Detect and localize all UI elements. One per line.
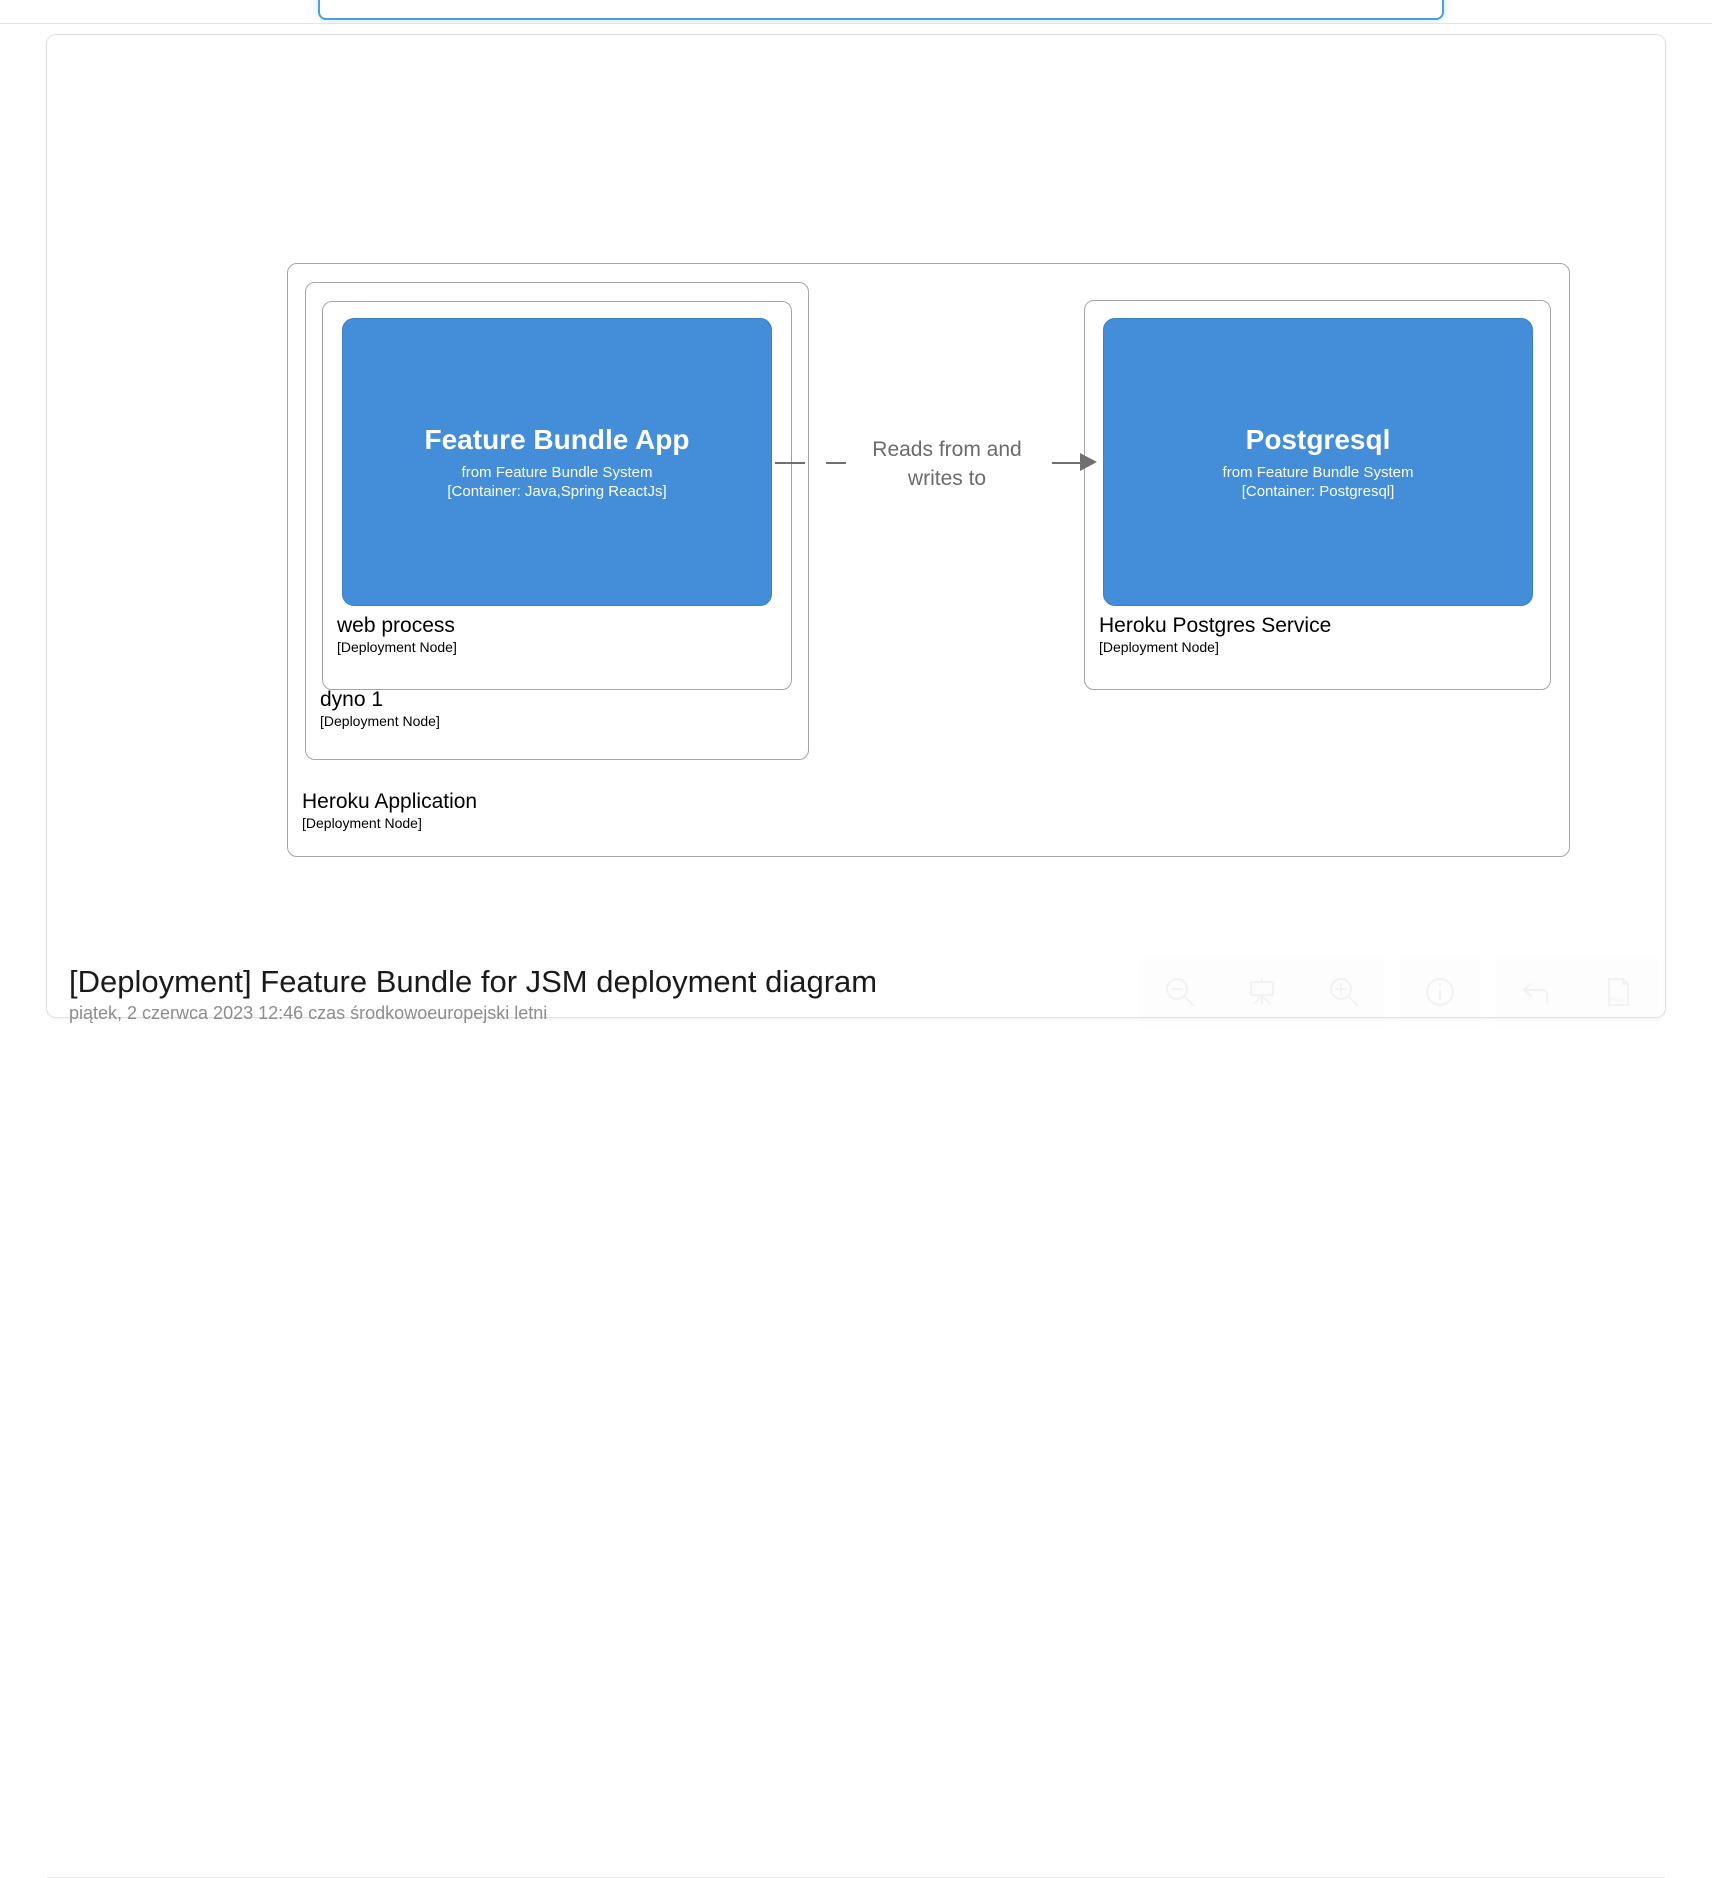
container-name: Feature Bundle App — [424, 424, 690, 455]
diagram-footer: [Deployment] Feature Bundle for JSM depl… — [47, 895, 1665, 1878]
container-technology: [Container: Java,Spring ReactJs] — [447, 483, 667, 500]
export-tool-group: PNG — [1495, 957, 1659, 1027]
container-postgresql[interactable]: Postgresql from Feature Bundle System [C… — [1103, 318, 1533, 606]
container-feature-bundle-app[interactable]: Feature Bundle App from Feature Bundle S… — [342, 318, 772, 606]
relationship-line-dash — [826, 462, 846, 464]
deployment-node-name: Heroku Postgres Service — [1099, 614, 1332, 637]
relationship-label-line-2: writes to — [907, 467, 987, 490]
container-source: from Feature Bundle System — [1222, 464, 1414, 481]
diagram-canvas[interactable]: Heroku Application [Deployment Node] dyn… — [47, 35, 1665, 895]
info-tool-group — [1399, 957, 1481, 1027]
container-source: from Feature Bundle System — [461, 464, 653, 481]
deployment-node-type: [Deployment Node] — [302, 815, 422, 831]
zoom-out-icon[interactable] — [1139, 957, 1221, 1027]
deployment-node-type: [Deployment Node] — [1099, 639, 1219, 655]
relationship-arrowhead-icon — [1080, 453, 1097, 471]
diagram-timestamp: piątek, 2 czerwca 2023 12:46 czas środko… — [69, 1003, 548, 1023]
diagram-title: [Deployment] Feature Bundle for JSM depl… — [69, 964, 878, 999]
top-clipped-panel-strip — [0, 0, 1712, 24]
svg-text:PNG: PNG — [1610, 997, 1625, 1004]
deployment-node-name: dyno 1 — [320, 688, 384, 711]
deployment-node-name: Heroku Application — [302, 790, 478, 813]
info-icon[interactable] — [1399, 957, 1481, 1027]
diagram-toolbar[interactable]: PNG — [1139, 957, 1673, 1027]
zoom-in-icon[interactable] — [1303, 957, 1385, 1027]
relationship-line-segment — [775, 462, 805, 464]
deployment-node-name: web process — [337, 614, 455, 637]
container-technology: [Container: Postgresql] — [1241, 483, 1395, 500]
deployment-node-type: [Deployment Node] — [337, 639, 457, 655]
relationship-label: Reads from and writes to — [842, 435, 1052, 493]
fit-to-screen-icon[interactable] — [1221, 957, 1303, 1027]
diagram-viewer-card: Heroku Application [Deployment Node] dyn… — [46, 34, 1666, 1878]
deployment-node-type: [Deployment Node] — [320, 713, 440, 729]
relationship-line-segment — [1052, 462, 1088, 464]
back-arrow-icon[interactable] — [1495, 957, 1577, 1027]
top-focused-panel[interactable] — [318, 0, 1444, 20]
zoom-tool-group — [1139, 957, 1385, 1027]
relationship-label-line-1: Reads from and — [872, 438, 1022, 461]
container-name: Postgresql — [1245, 424, 1391, 455]
top-divider — [0, 23, 1712, 24]
png-export-icon[interactable]: PNG — [1577, 957, 1659, 1027]
